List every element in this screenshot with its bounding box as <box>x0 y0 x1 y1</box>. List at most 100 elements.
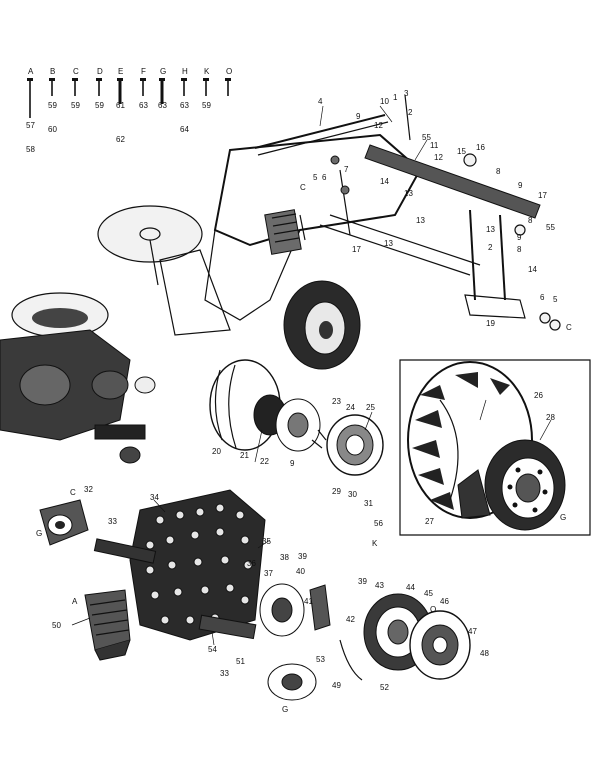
gearbox-bolt <box>200 585 210 595</box>
gearbox-bolt <box>167 560 177 570</box>
gearbox-bolt <box>185 615 195 625</box>
callout-41a: 41 <box>304 597 313 606</box>
hardware-item-c: C 59 <box>71 67 80 110</box>
hardware-part-number: 63 <box>180 101 189 110</box>
callout-2b: 2 <box>488 243 493 252</box>
callout-g-left: G <box>36 529 42 538</box>
callout-27: 27 <box>425 517 434 526</box>
callout-32: 32 <box>84 485 93 494</box>
callout-33a: 33 <box>108 517 117 526</box>
callout-k: K <box>372 539 378 548</box>
hardware-item-d: D 59 <box>95 67 104 110</box>
callout-51: 51 <box>236 657 245 666</box>
callout-23: 23 <box>332 397 341 406</box>
callout-h: O <box>430 605 436 614</box>
leader-lines <box>71 105 552 646</box>
hardware-part-number: 59 <box>71 101 80 110</box>
bolt-head-icon <box>72 78 78 81</box>
gearbox-bolt <box>160 615 170 625</box>
callout-15: 15 <box>457 147 466 156</box>
seat <box>11 292 109 338</box>
callout-12b: 12 <box>434 153 443 162</box>
callout-33b: 33 <box>220 669 229 678</box>
hardware-letter: F <box>141 67 146 76</box>
gearbox-bolt <box>195 507 205 517</box>
bolt-head-icon <box>181 78 187 81</box>
gearbox-bolt <box>145 565 155 575</box>
callout-40: 40 <box>296 567 305 576</box>
callout-9a: 9 <box>356 112 361 121</box>
callout-52: 52 <box>380 683 389 692</box>
callout-8a: 8 <box>496 167 501 176</box>
hardware-letter: E <box>118 67 123 76</box>
hardware-letter: C <box>73 67 79 76</box>
steering-wheel <box>97 205 203 263</box>
hardware-part-number: 63 <box>158 101 167 110</box>
callout-9c: 9 <box>517 233 522 242</box>
bolt-head-icon <box>27 78 33 81</box>
front-axle-linkage <box>254 94 561 331</box>
callout-39a: 39 <box>298 552 307 561</box>
brake-hub-group <box>259 583 471 701</box>
front-wheel <box>283 280 361 370</box>
hardware-item-k: K59 <box>202 67 211 110</box>
callout-49: 49 <box>332 681 341 690</box>
hardware-part-number: 63 <box>139 101 148 110</box>
callout-14b: 14 <box>528 265 537 274</box>
callout-54: 54 <box>208 645 217 654</box>
gearbox-bolt <box>193 557 203 567</box>
bolt-head-icon <box>140 78 146 81</box>
bolt-head-icon <box>203 78 209 81</box>
callout-16: 16 <box>476 143 485 152</box>
callout-9b: 9 <box>518 181 523 190</box>
hardware-letter: D <box>97 67 103 76</box>
tractor-body <box>0 133 422 464</box>
callout-c-mid: C <box>300 183 306 192</box>
callout-1: 1 <box>393 93 398 102</box>
gearbox-bolt <box>225 583 235 593</box>
gearbox-bolt <box>240 595 250 605</box>
callout-9d: 9 <box>290 459 295 468</box>
hardware-item-f: F 63 <box>139 67 148 110</box>
callout-c-right: C <box>566 323 572 332</box>
callout-2: 2 <box>408 108 413 117</box>
callout-13c: 13 <box>384 239 393 248</box>
gearbox-bolt <box>235 510 245 520</box>
callout-11: 11 <box>430 141 439 150</box>
tire-inset-panel <box>399 359 591 536</box>
gearbox-bolt <box>175 510 185 520</box>
callout-6: 6 <box>540 293 545 302</box>
callout-44: 44 <box>406 583 415 592</box>
callout-37: 37 <box>264 569 273 578</box>
callout-14a: 14 <box>380 177 389 186</box>
callout-c-left: C <box>70 488 76 497</box>
callout-12a: 12 <box>374 121 383 130</box>
hardware-part-number: 62 <box>116 135 125 144</box>
bolt-head-icon <box>49 78 55 81</box>
gearbox-bolt <box>240 535 250 545</box>
callout-3: 3 <box>404 89 409 98</box>
hardware-part-number: 60 <box>48 125 57 134</box>
callout-21: 21 <box>240 451 249 460</box>
bolt-head-icon <box>225 78 231 81</box>
callout-38: 38 <box>280 553 289 562</box>
pto-housing <box>39 499 89 546</box>
callout-47: 47 <box>468 627 477 636</box>
hardware-item-g: G63 <box>158 67 167 110</box>
foot-pedal <box>84 589 131 661</box>
callout-46: 46 <box>440 597 449 606</box>
callout-42: 42 <box>346 615 355 624</box>
callout-5: 5 <box>553 295 558 304</box>
callout-50: 50 <box>52 621 61 630</box>
hardware-part-number: 64 <box>180 125 189 134</box>
callout-19: 19 <box>486 319 495 328</box>
hardware-part-number: 59 <box>95 101 104 110</box>
hardware-letter: B <box>50 67 55 76</box>
callout-35: 35 <box>262 537 271 546</box>
callout-43: 43 <box>375 581 384 590</box>
callout-29: 29 <box>332 487 341 496</box>
callout-36: 36 <box>247 559 256 568</box>
rear-wheel-exploded <box>209 359 384 476</box>
